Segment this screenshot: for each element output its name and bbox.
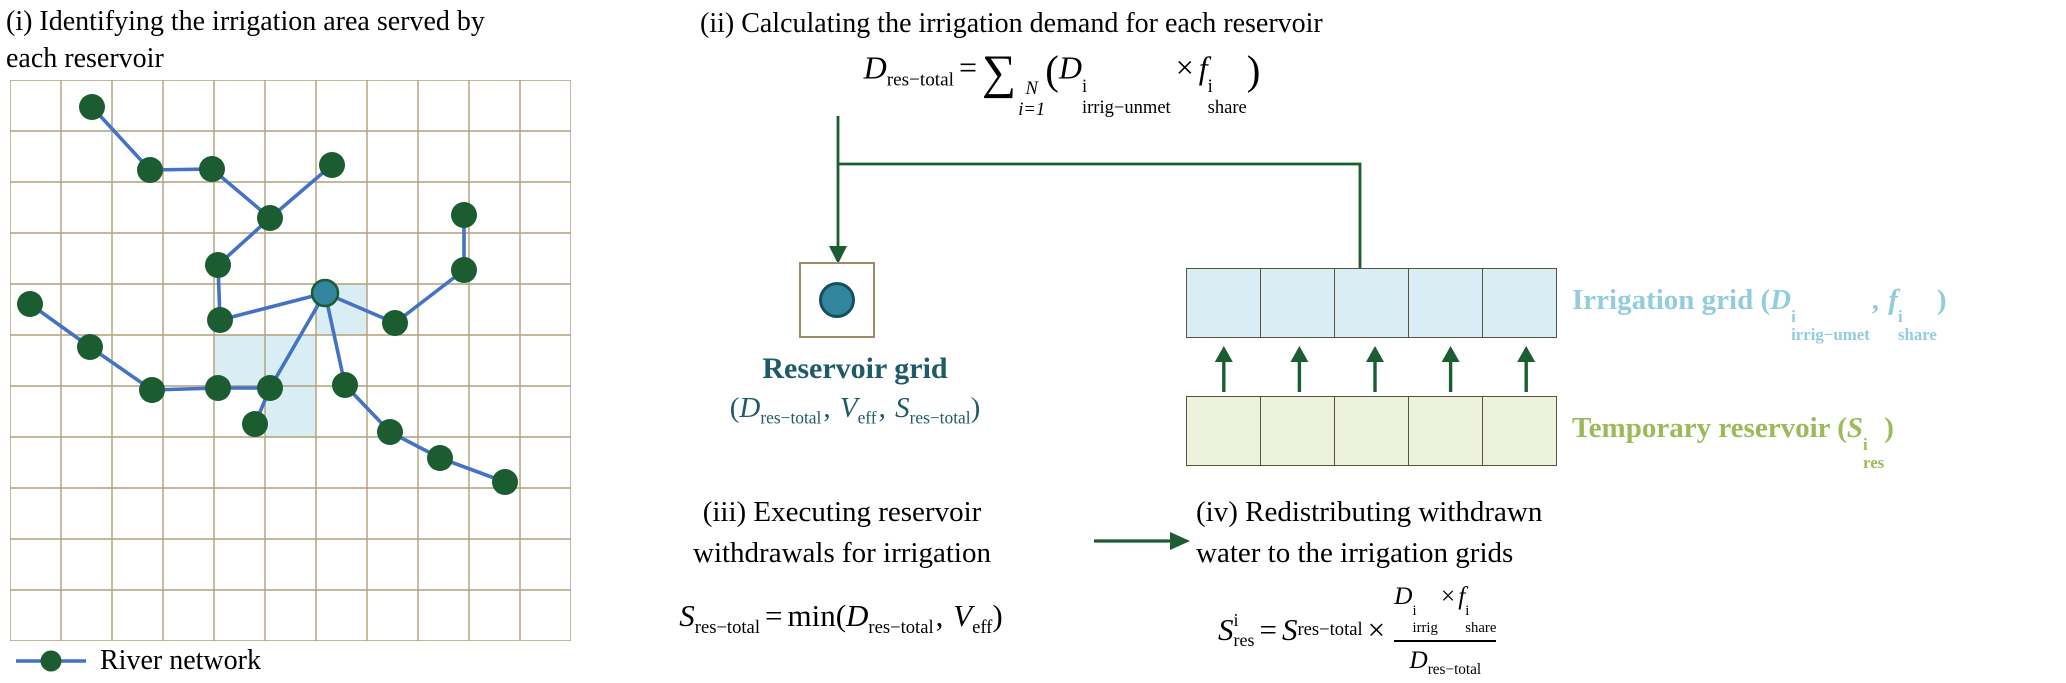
river-segment — [219, 291, 326, 322]
river-node — [139, 377, 165, 403]
river-node — [332, 372, 358, 398]
river-node — [427, 445, 453, 471]
up-arrow — [1214, 346, 1233, 362]
formula-withdrawal: Sres−total=min(Dres−total, Veff) — [679, 598, 1003, 639]
redistribution-up-arrows — [1214, 346, 1536, 392]
river-segment — [393, 268, 466, 325]
panel-i-title: (i) Identifying the irrigation area serv… — [6, 6, 485, 74]
irrigation-grid-cell — [1409, 269, 1483, 337]
river-node — [205, 375, 231, 401]
river-network-legend-label: River network — [100, 645, 261, 676]
up-arrow — [1441, 346, 1460, 362]
reservoir-node — [310, 278, 340, 308]
river-node — [79, 94, 105, 120]
river-node — [382, 310, 408, 336]
up-arrow — [1366, 346, 1384, 362]
reservoir-grid-label: Reservoir grid — [762, 352, 948, 385]
river-segment — [268, 292, 327, 389]
river-network-legend-icon — [16, 650, 86, 672]
river-node — [451, 202, 477, 228]
temporary-reservoir-row — [1186, 396, 1557, 466]
reservoir-grid-cell — [799, 262, 875, 338]
irrigation-grid-cell — [1261, 269, 1335, 337]
step-iii-title: (iii) Executing reservoir withdrawals fo… — [693, 496, 991, 570]
river-node — [319, 152, 345, 178]
irrigation-grid-cell — [1335, 269, 1409, 337]
temporary-reservoir-cell — [1261, 397, 1335, 465]
irrigation-grid-cell — [1187, 269, 1261, 337]
river-segment — [268, 163, 334, 220]
reservoir-grid-params: (Dres−total, Veff, Sres−total) — [729, 392, 981, 428]
irrigation-grid-cell — [1483, 269, 1556, 337]
reservoir-icon — [819, 282, 855, 318]
river-network-map — [10, 80, 571, 641]
river-node — [77, 334, 103, 360]
river-node — [451, 257, 477, 283]
river-node — [199, 156, 225, 182]
step-iv-title: (iv) Redistributing withdrawn water to t… — [1196, 496, 1543, 570]
temporary-reservoir-cell — [1335, 397, 1409, 465]
up-arrow — [1517, 346, 1536, 362]
temporary-reservoir-cell — [1187, 397, 1261, 465]
temporary-reservoir-cell — [1409, 397, 1483, 465]
up-arrow — [1290, 346, 1309, 362]
demand-connector-arrows — [829, 116, 1362, 269]
step-iii-to-iv-arrow — [1094, 532, 1190, 550]
river-network-legend: River network — [14, 645, 261, 677]
irrigation-grid-row — [1186, 268, 1557, 338]
river-node — [242, 411, 268, 437]
river-node — [492, 469, 518, 495]
river-segment — [90, 105, 152, 172]
river-node — [207, 307, 233, 333]
river-node — [17, 291, 43, 317]
river-node — [257, 375, 283, 401]
river-node — [205, 252, 231, 278]
panel-ii-title: (ii) Calculating the irrigation demand f… — [700, 8, 1323, 39]
river-node — [377, 419, 403, 445]
river-node — [137, 157, 163, 183]
river-segment — [323, 292, 347, 386]
river-node — [257, 205, 283, 231]
temporary-reservoir-cell — [1483, 397, 1556, 465]
